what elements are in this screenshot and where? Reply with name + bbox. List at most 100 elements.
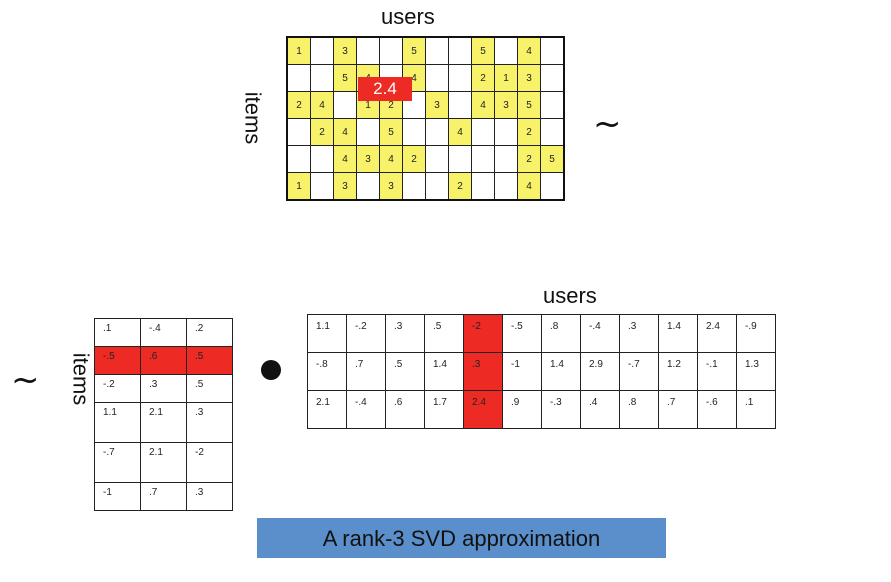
rating-cell (356, 36, 380, 65)
rating-cell: 3 (517, 64, 541, 92)
rating-cell (448, 145, 472, 173)
rating-cell: 4 (471, 91, 495, 119)
rating-cell: 5 (379, 118, 403, 146)
user-factor-cell: 1.4 (541, 352, 581, 391)
rating-cell (540, 91, 565, 119)
item-factor-row: .1-.4.2 (94, 318, 233, 347)
top-users-label: users (381, 4, 435, 29)
rating-cell (540, 64, 565, 92)
rating-cell: 2 (448, 172, 472, 201)
user-factor-cell: 2.9 (580, 352, 620, 391)
item-factor-cell: .5 (186, 374, 233, 403)
item-factor-cell: .1 (94, 318, 141, 347)
rating-cell: 1 (286, 36, 311, 65)
rating-cell (425, 145, 449, 173)
rating-cell: 2 (286, 91, 311, 119)
bottom-users-label: users (543, 283, 597, 308)
rating-cell (356, 172, 380, 201)
user-factor-cell: 1.4 (424, 352, 464, 391)
rating-cell: 4 (517, 36, 541, 65)
user-factor-cell: 2.1 (307, 390, 347, 429)
rating-cell: 3 (356, 145, 380, 173)
rating-cell (494, 172, 518, 201)
item-factor-cell: .3 (140, 374, 187, 403)
user-factor-cell: .7 (346, 352, 386, 391)
item-factor-row: -1.7.3 (94, 482, 233, 511)
rating-cell: 3 (333, 36, 357, 65)
item-factor-cell: -.5 (94, 346, 141, 375)
dot-product-symbol (261, 360, 281, 380)
item-factor-cell: .7 (140, 482, 187, 511)
item-factor-cell: .3 (186, 482, 233, 511)
user-factor-cell: .5 (424, 314, 464, 353)
approx-tilde-top: ~ (593, 104, 622, 144)
rating-cell: 3 (333, 172, 357, 201)
user-factor-cell: .3 (619, 314, 659, 353)
item-factor-cell: .5 (186, 346, 233, 375)
user-factor-cell: -.4 (346, 390, 386, 429)
rating-cell: 4 (333, 118, 357, 146)
item-factor-cell: 2.1 (140, 402, 187, 443)
rating-cell (402, 172, 426, 201)
user-factor-cell: .5 (385, 352, 425, 391)
bottom-items-label: items (68, 352, 94, 406)
user-factor-cell: -1 (502, 352, 542, 391)
user-factor-cell: -.7 (619, 352, 659, 391)
rating-cell (310, 36, 334, 65)
user-factor-cell: -.6 (697, 390, 737, 429)
user-factor-cell: .9 (502, 390, 542, 429)
rating-cell (425, 64, 449, 92)
rating-cell: 1 (494, 64, 518, 92)
item-factor-cell: -.7 (94, 442, 141, 483)
user-factor-cell: 2.4 (463, 390, 503, 429)
rating-cell: 1 (286, 172, 311, 201)
rating-cell (494, 36, 518, 65)
rating-cell: 5 (540, 145, 565, 173)
rating-cell: 3 (379, 172, 403, 201)
approx-tilde-bottom: ~ (11, 360, 40, 400)
rating-cell: 5 (402, 36, 426, 65)
rating-cell (286, 145, 311, 173)
user-factor-cell: 1.3 (736, 352, 776, 391)
item-factor-cell: .2 (186, 318, 233, 347)
rating-cell: 5 (517, 91, 541, 119)
rating-cell (540, 36, 565, 65)
top-items-label: items (240, 91, 266, 145)
rating-cell (448, 36, 472, 65)
user-factor-cell: .3 (463, 352, 503, 391)
rating-cell (471, 145, 495, 173)
rating-cell (402, 118, 426, 146)
rating-cell (448, 91, 472, 119)
item-factor-row: -.2.3.5 (94, 374, 233, 403)
rating-cell: 2 (517, 118, 541, 146)
ratings-row: 544213 (286, 64, 565, 92)
user-factor-cell: -.9 (736, 314, 776, 353)
rating-cell: 4 (333, 145, 357, 173)
rating-cell (425, 36, 449, 65)
user-factor-cell: .8 (541, 314, 581, 353)
rating-cell (425, 172, 449, 201)
rating-cell (540, 172, 565, 201)
item-factor-cell: 1.1 (94, 402, 141, 443)
user-factor-cell: 2.4 (697, 314, 737, 353)
rating-cell: 4 (517, 172, 541, 201)
rating-cell: 3 (425, 91, 449, 119)
user-factor-cell: .3 (385, 314, 425, 353)
rating-cell (356, 118, 380, 146)
rating-cell (494, 145, 518, 173)
rating-cell (471, 172, 495, 201)
item-factor-cell: -1 (94, 482, 141, 511)
rating-cell (448, 64, 472, 92)
ratings-matrix: 13554544213241234352454243422513324 (286, 36, 565, 201)
caption-banner: A rank-3 SVD approximation (257, 518, 666, 558)
